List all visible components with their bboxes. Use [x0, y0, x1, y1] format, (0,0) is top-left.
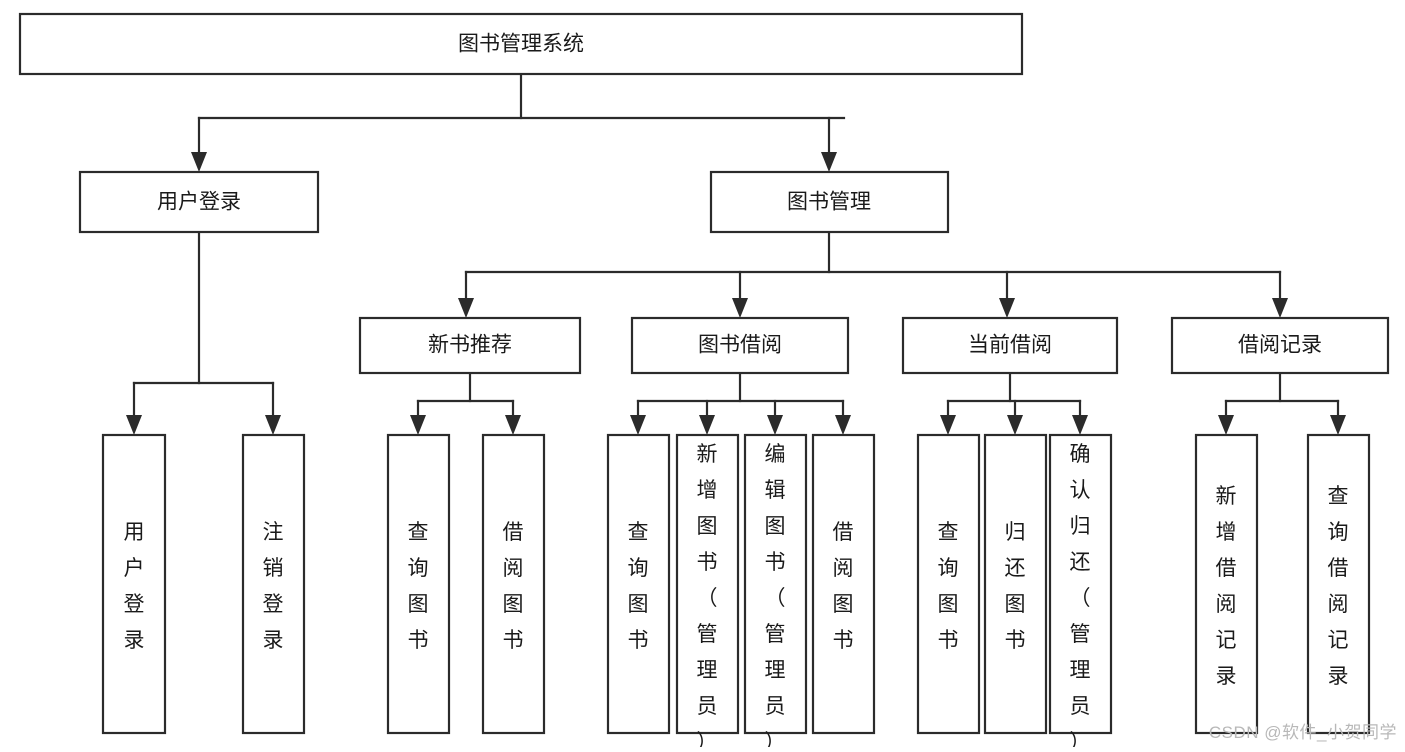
node-leaf-confirm-return-admin[interactable]: 确认归还（管理员） — [1048, 433, 1113, 752]
arrow-head-icon — [767, 415, 783, 435]
node-leaf-add-borrow-record-box[interactable] — [1194, 433, 1259, 735]
node-new-book-recommend-label: 新书推荐 — [428, 334, 512, 357]
node-leaf-borrow-book-1-label: 借阅图书 — [503, 521, 524, 652]
node-leaf-borrow-book-2-label: 借阅图书 — [833, 521, 854, 652]
node-leaf-borrow-book-1[interactable]: 借阅图书 — [481, 433, 546, 735]
node-user-login-box[interactable] — [78, 170, 320, 234]
node-leaf-add-borrow-record-label: 新增借阅记录 — [1216, 485, 1237, 688]
arrow-head-icon — [835, 415, 851, 435]
node-leaf-return-book[interactable]: 归还图书 — [983, 433, 1048, 735]
node-leaf-query-book-1[interactable]: 查询图书 — [386, 433, 451, 735]
node-leaf-edit-book-admin-box[interactable] — [743, 433, 808, 735]
node-leaf-add-book-admin[interactable]: 新增图书（管理员） — [675, 433, 740, 752]
node-leaf-logout-login-label: 注销登录 — [263, 521, 284, 652]
node-leaf-query-book-3-box[interactable] — [916, 433, 981, 735]
node-leaf-edit-book-admin[interactable]: 编辑图书（管理员） — [743, 433, 808, 752]
arrow-head-icon — [265, 415, 281, 435]
node-leaf-edit-book-admin-label: 编辑图书（管理员） — [765, 443, 786, 747]
connector-group-book-borrow — [630, 371, 851, 435]
node-leaf-user-login-box[interactable] — [101, 433, 167, 735]
connector-group-borrow-record — [1218, 371, 1346, 435]
watermark-text: CSDN @软件_小贺同学 — [1208, 723, 1397, 742]
arrow-head-icon — [505, 415, 521, 435]
node-new-book-recommend[interactable]: 新书推荐 — [358, 316, 582, 375]
connector-group-current-borrow — [940, 371, 1088, 435]
node-leaf-query-book-2-box[interactable] — [606, 433, 671, 735]
connector-group-user-login — [126, 230, 281, 435]
node-book-manage-label: 图书管理 — [787, 191, 871, 214]
arrow-head-icon — [940, 415, 956, 435]
node-leaf-return-book-label: 归还图书 — [1005, 521, 1026, 652]
connector-group-book-manage — [458, 230, 1288, 318]
node-leaf-query-book-3-label: 查询图书 — [938, 521, 959, 652]
node-leaf-query-book-2[interactable]: 查询图书 — [606, 433, 671, 735]
arrow-head-icon — [732, 298, 748, 318]
node-leaf-query-book-3[interactable]: 查询图书 — [916, 433, 981, 735]
node-root-label: 图书管理系统 — [458, 33, 584, 56]
node-new-book-recommend-box[interactable] — [358, 316, 582, 375]
node-leaf-borrow-book-2[interactable]: 借阅图书 — [811, 433, 876, 735]
node-leaf-logout-login-box[interactable] — [241, 433, 306, 735]
node-current-borrow[interactable]: 当前借阅 — [901, 316, 1119, 375]
node-leaf-confirm-return-admin-label: 确认归还（管理员） — [1070, 443, 1091, 747]
node-user-login[interactable]: 用户登录 — [78, 170, 320, 234]
node-book-manage[interactable]: 图书管理 — [709, 170, 950, 234]
connector-group-root — [191, 72, 846, 172]
node-borrow-record-box[interactable] — [1170, 316, 1390, 375]
node-leaf-user-login[interactable]: 用户登录 — [101, 433, 167, 735]
node-root-box[interactable] — [18, 12, 1024, 76]
node-borrow-record-label: 借阅记录 — [1238, 334, 1322, 357]
node-leaf-user-login-label: 用户登录 — [124, 521, 145, 652]
node-user-login-label: 用户登录 — [157, 191, 241, 214]
arrow-head-icon — [821, 152, 837, 172]
arrow-head-icon — [1007, 415, 1023, 435]
node-leaf-query-book-1-box[interactable] — [386, 433, 451, 735]
arrow-head-icon — [1272, 298, 1288, 318]
node-leaf-query-borrow-record-box[interactable] — [1306, 433, 1371, 735]
node-leaf-query-book-1-label: 查询图书 — [408, 521, 429, 652]
node-leaf-add-book-admin-box[interactable] — [675, 433, 740, 735]
node-leaf-borrow-book-2-box[interactable] — [811, 433, 876, 735]
node-leaf-logout-login[interactable]: 注销登录 — [241, 433, 306, 735]
node-leaf-query-book-2-label: 查询图书 — [628, 521, 649, 652]
node-root[interactable]: 图书管理系统 — [18, 12, 1024, 76]
arrow-head-icon — [126, 415, 142, 435]
arrow-head-icon — [458, 298, 474, 318]
arrow-head-icon — [1330, 415, 1346, 435]
arrow-head-icon — [1218, 415, 1234, 435]
arrow-head-icon — [630, 415, 646, 435]
node-leaf-query-borrow-record[interactable]: 查询借阅记录 — [1306, 433, 1371, 735]
node-leaf-query-borrow-record-label: 查询借阅记录 — [1328, 485, 1349, 688]
arrow-head-icon — [410, 415, 426, 435]
arrow-head-icon — [999, 298, 1015, 318]
node-book-borrow-label: 图书借阅 — [698, 334, 782, 357]
node-leaf-borrow-book-1-box[interactable] — [481, 433, 546, 735]
connector-group-new-book-recommend — [410, 371, 521, 435]
arrow-head-icon — [1072, 415, 1088, 435]
node-leaf-confirm-return-admin-box[interactable] — [1048, 433, 1113, 735]
node-leaf-add-book-admin-label: 新增图书（管理员） — [697, 443, 718, 747]
node-leaf-return-book-box[interactable] — [983, 433, 1048, 735]
arrow-head-icon — [191, 152, 207, 172]
arrow-head-icon — [699, 415, 715, 435]
node-leaf-add-borrow-record[interactable]: 新增借阅记录 — [1194, 433, 1259, 735]
node-book-manage-box[interactable] — [709, 170, 950, 234]
node-current-borrow-box[interactable] — [901, 316, 1119, 375]
node-book-borrow[interactable]: 图书借阅 — [630, 316, 850, 375]
node-borrow-record[interactable]: 借阅记录 — [1170, 316, 1390, 375]
node-current-borrow-label: 当前借阅 — [968, 334, 1052, 357]
node-book-borrow-box[interactable] — [630, 316, 850, 375]
